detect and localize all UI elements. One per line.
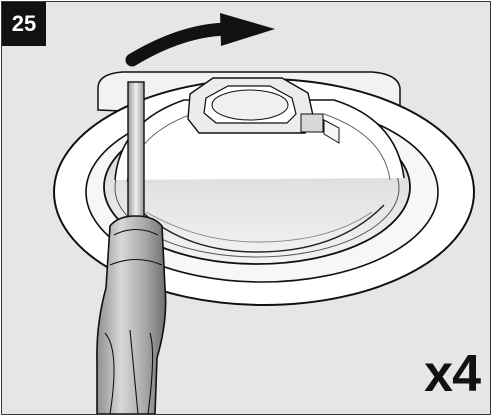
rotate-arrow-icon (125, 13, 275, 67)
lamp-module (187, 77, 340, 144)
step-number-badge: 25 (2, 2, 46, 46)
inner-shadow (133, 203, 385, 253)
screwdriver-icon (96, 81, 167, 414)
quantity-multiplier: x4 (424, 345, 481, 403)
